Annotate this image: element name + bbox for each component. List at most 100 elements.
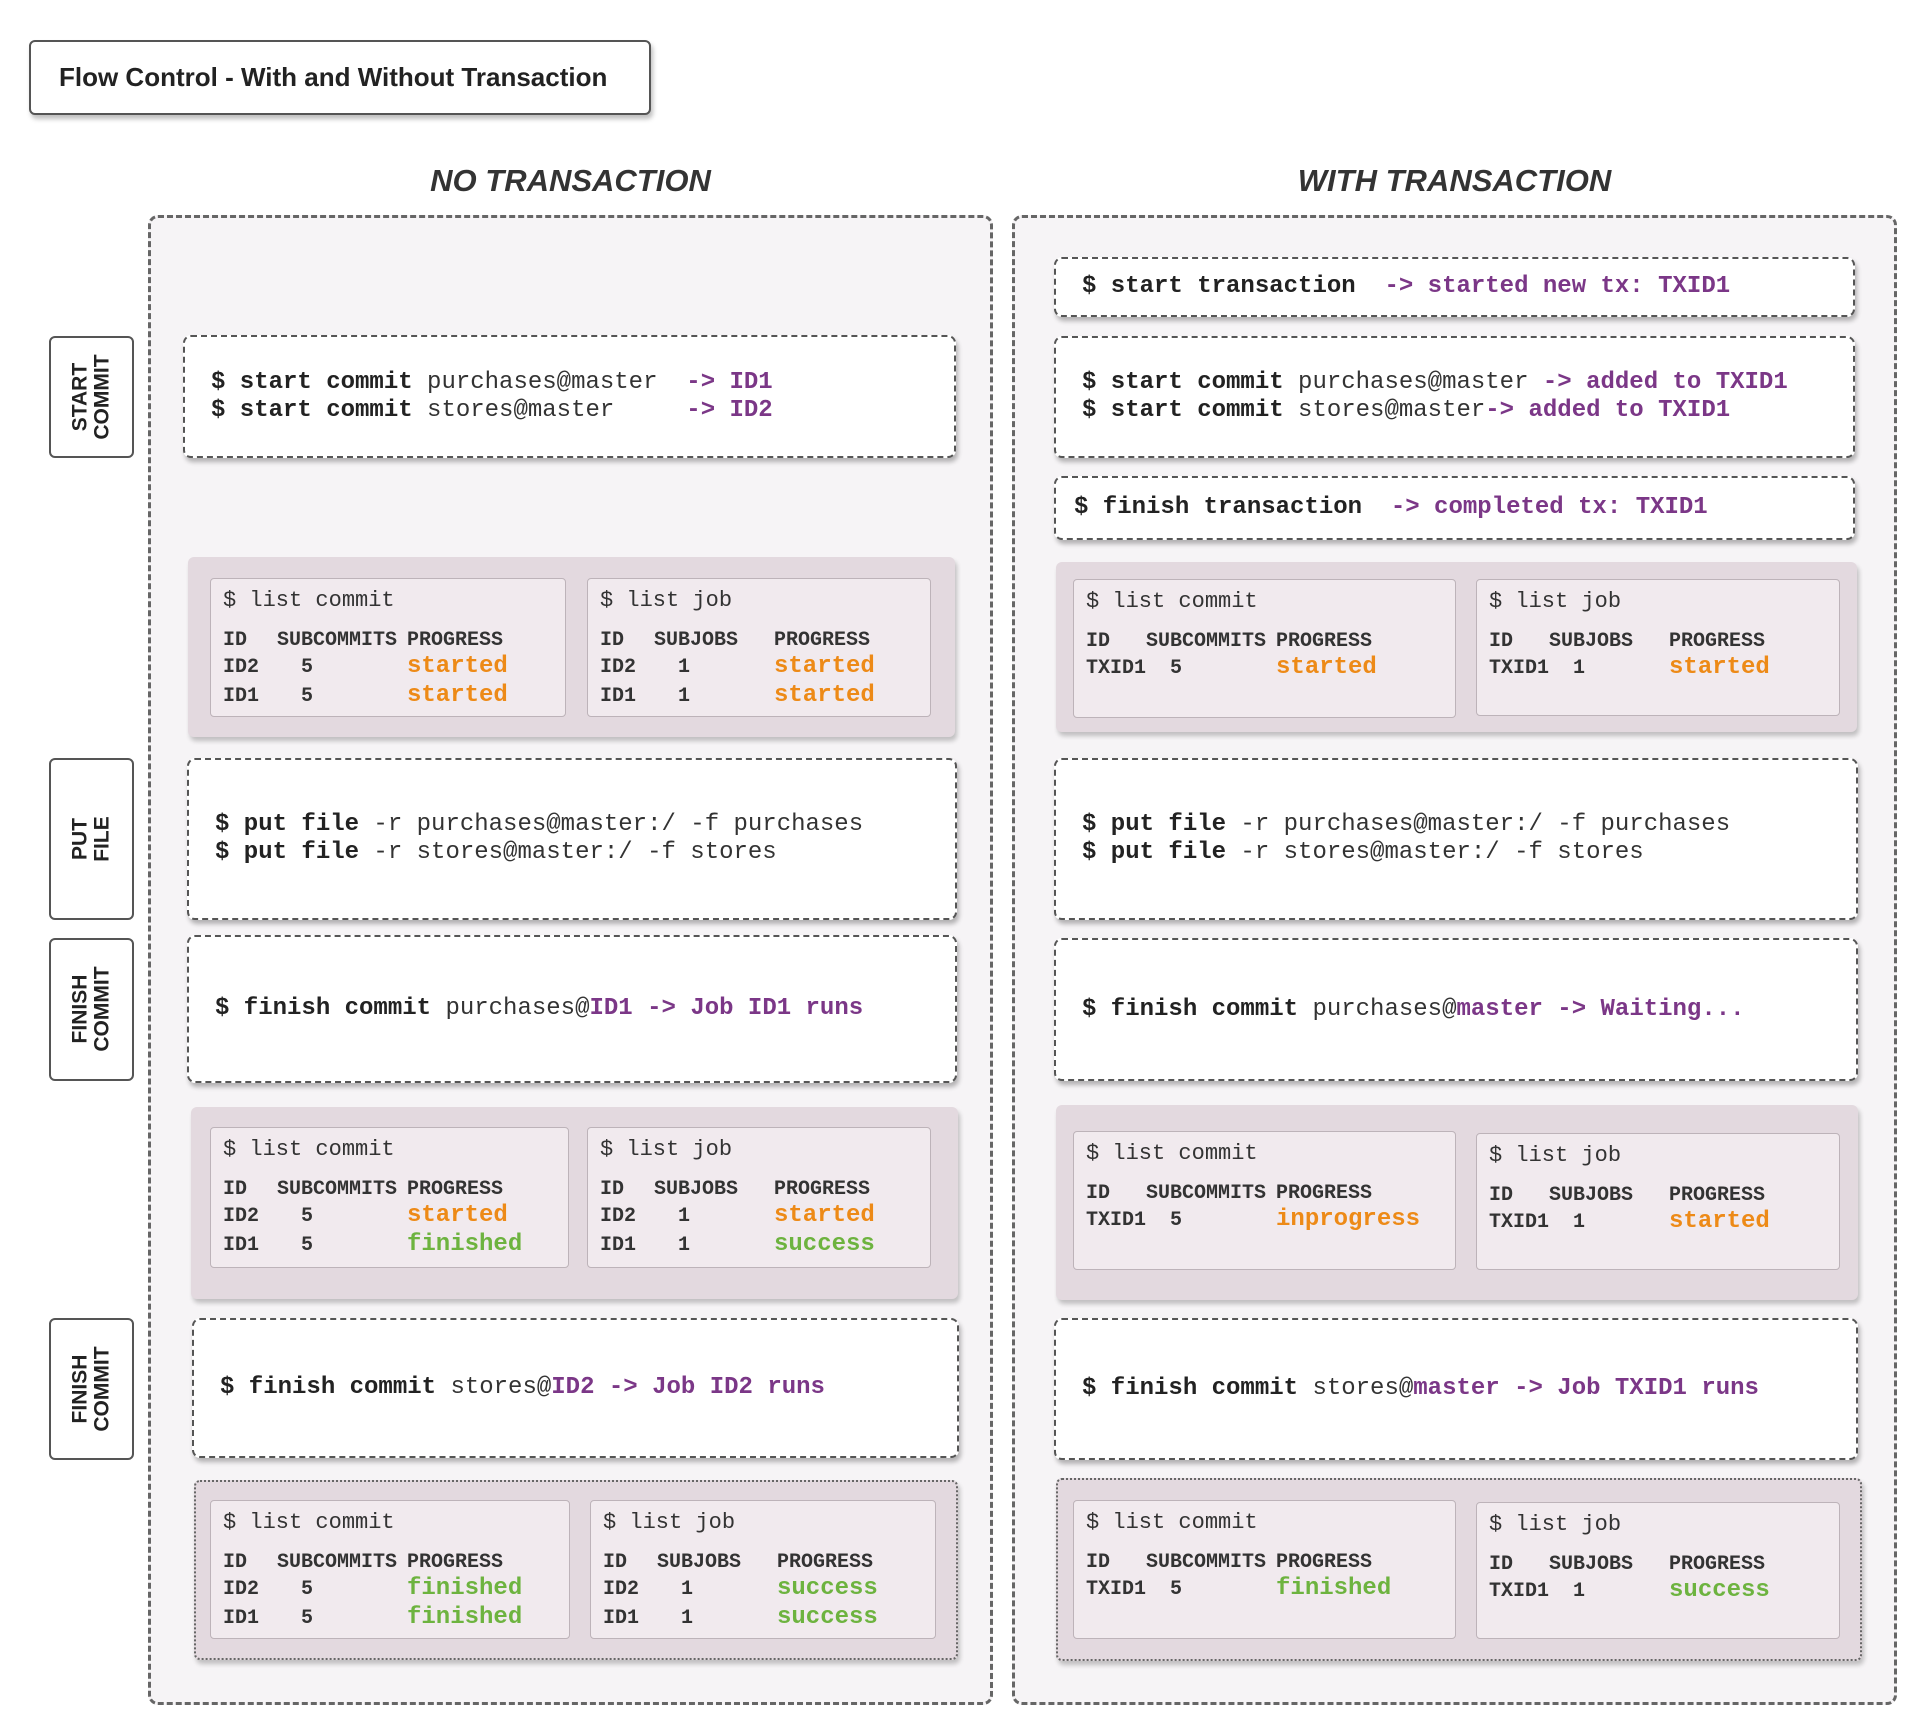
command-line: $ finish commit purchases@master -> Wait… xyxy=(1082,995,1745,1023)
column-header: PROGRESS xyxy=(1669,1553,1766,1577)
left-finish-commit-2-block: $ finish commit stores@ID2 -> Job ID2 ru… xyxy=(192,1318,959,1458)
right-start-commit-block: $ start commit purchases@master -> added… xyxy=(1054,336,1855,458)
table-header-row: ID SUBJOBS PROGRESS xyxy=(603,1551,878,1575)
column-header: ID xyxy=(603,1551,628,1575)
column-header: SUBJOBS xyxy=(1549,1184,1634,1208)
status-badge: finished xyxy=(407,1603,523,1631)
column-header: PROGRESS xyxy=(774,1178,871,1202)
row-id: ID1 xyxy=(223,1233,260,1257)
row-count: 1 xyxy=(1573,1211,1586,1235)
row-id: ID1 xyxy=(600,1233,637,1257)
row-count: 1 xyxy=(1573,1580,1586,1604)
row-id: ID2 xyxy=(603,1578,640,1602)
right-put-file-block: $ put file -r purchases@master:/ -f purc… xyxy=(1054,758,1858,920)
command-line: $ finish transaction -> completed tx: TX… xyxy=(1074,494,1708,522)
column-header: PROGRESS xyxy=(1276,1182,1373,1206)
row-count: 5 xyxy=(301,656,314,680)
row-count: 1 xyxy=(681,1606,694,1630)
column-header: ID xyxy=(1086,1182,1111,1206)
list-job-command: $ list job xyxy=(603,1510,736,1535)
column-header: SUBJOBS xyxy=(657,1551,742,1575)
row-id: ID2 xyxy=(223,1205,260,1229)
row-count: 1 xyxy=(678,684,691,708)
column-header: ID xyxy=(1086,630,1111,654)
status-badge: finished xyxy=(407,1230,523,1258)
column-header-with-transaction: WITH TRANSACTION xyxy=(1297,163,1612,198)
left-put-file-block: $ put file -r purchases@master:/ -f purc… xyxy=(187,758,957,920)
list-commit-command: $ list commit xyxy=(223,588,395,613)
status-badge: success xyxy=(774,1230,875,1258)
table-row: ID2 5 started xyxy=(223,653,508,682)
command-line: $ start transaction -> started new tx: T… xyxy=(1082,273,1731,301)
right-finish-commit-1-block: $ finish commit purchases@master -> Wait… xyxy=(1054,938,1858,1081)
status-badge: started xyxy=(774,1202,875,1230)
row-id: TXID1 xyxy=(1489,1211,1550,1235)
column-header: PROGRESS xyxy=(407,629,504,653)
command-line: $ put file -r stores@master:/ -f stores xyxy=(1082,839,1644,866)
column-header: ID xyxy=(223,629,248,653)
row-id: ID1 xyxy=(223,1606,260,1630)
column-header: PROGRESS xyxy=(1276,630,1373,654)
status-badge: success xyxy=(777,1603,878,1631)
list-commit-command: $ list commit xyxy=(1086,589,1258,614)
column-header: PROGRESS xyxy=(774,629,871,653)
column-header: ID xyxy=(223,1178,248,1202)
status-badge: started xyxy=(407,1202,508,1230)
column-header: PROGRESS xyxy=(407,1178,504,1202)
row-count: 5 xyxy=(1170,1209,1183,1233)
status-badge: started xyxy=(407,653,508,681)
status-badge: finished xyxy=(407,1575,523,1603)
table-row: ID2 5 finished xyxy=(223,1575,522,1604)
column-header: SUBCOMMITS xyxy=(277,1178,398,1202)
row-count: 5 xyxy=(1170,1578,1183,1602)
row-id: ID1 xyxy=(223,684,260,708)
row-id: ID2 xyxy=(223,1578,260,1602)
table-header-row: ID SUBCOMMITS PROGRESS xyxy=(1086,1182,1420,1206)
column-header: PROGRESS xyxy=(777,1551,874,1575)
table-header-row: ID SUBCOMMITS PROGRESS xyxy=(223,1178,522,1202)
list-job-command: $ list job xyxy=(600,588,733,613)
row-count: 1 xyxy=(678,656,691,680)
column-header: SUBCOMMITS xyxy=(277,629,398,653)
row-count: 5 xyxy=(301,1578,314,1602)
row-id: ID2 xyxy=(600,1205,637,1229)
list-commit-command: $ list commit xyxy=(1086,1510,1258,1535)
row-id: ID2 xyxy=(223,656,260,680)
command-line: $ put file -r purchases@master:/ -f purc… xyxy=(1082,811,1731,839)
column-header: SUBCOMMITS xyxy=(1146,1182,1267,1206)
status-badge: started xyxy=(1276,654,1377,682)
row-id: ID1 xyxy=(603,1606,640,1630)
row-id: ID2 xyxy=(600,656,637,680)
right-finish-transaction-block: $ finish transaction -> completed tx: TX… xyxy=(1054,476,1855,540)
row-count: 1 xyxy=(678,1233,691,1257)
